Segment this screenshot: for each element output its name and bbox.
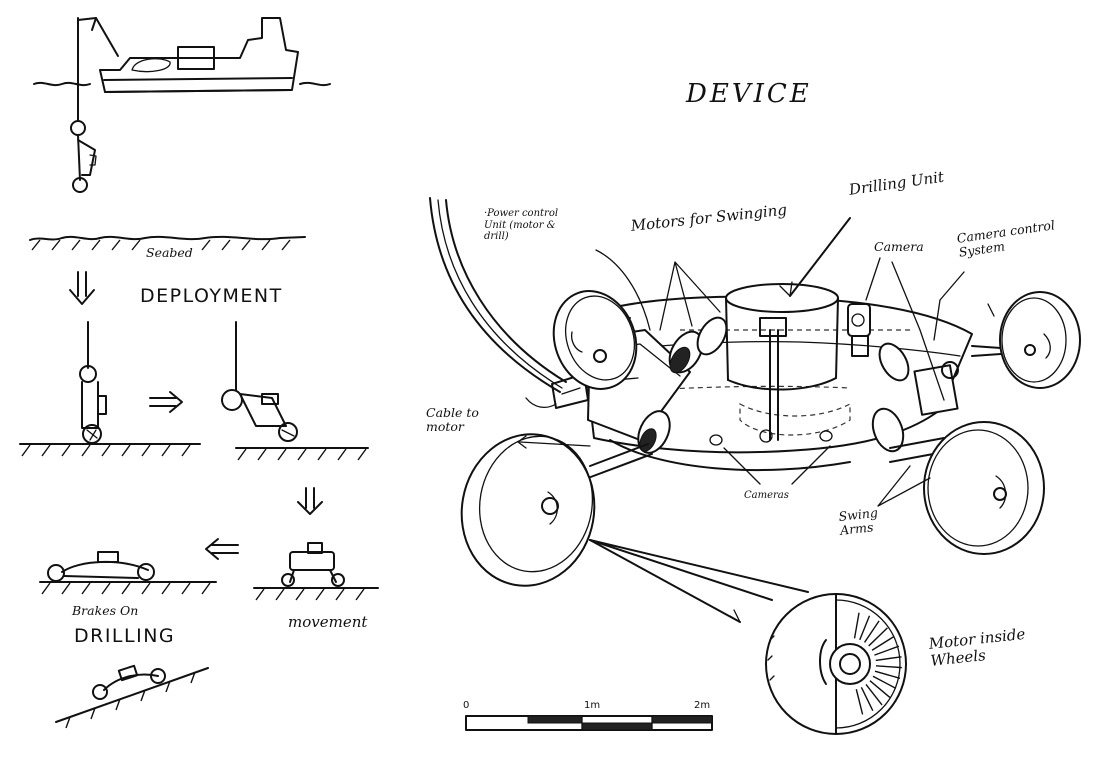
swing-motor-rear-right [871, 407, 905, 453]
wheel-spoke [863, 620, 880, 643]
movement-scene [253, 542, 379, 601]
wheel-rear-left [460, 433, 596, 587]
power-control-label: ·Power control Unit (motor & drill) [484, 208, 559, 242]
scale-tick-2m: 2m [694, 700, 711, 711]
wheel-rear-right [923, 421, 1045, 555]
ship-drawing [77, 17, 299, 121]
arrow-left-1 [205, 538, 239, 560]
camera-label: Camera [874, 239, 924, 254]
scale-tick-0: 0 [463, 700, 470, 711]
deployment-label: DEPLOYMENT [140, 285, 283, 307]
wheel-spoke [860, 687, 874, 712]
wheel-spoke [855, 689, 864, 715]
wheel-cutaway-detail [765, 593, 907, 735]
annotation-leaders [517, 217, 995, 623]
device-title: DEVICE [686, 79, 812, 109]
wheel-spoke [874, 670, 901, 680]
drilling-label: DRILLING [74, 625, 176, 647]
cameras-label: Cameras [744, 490, 789, 501]
wheel-spoke [865, 684, 883, 706]
wheel-spoke [868, 627, 888, 647]
wheel-spoke [853, 612, 860, 639]
tether-cable [429, 197, 567, 393]
wheel-spoke [869, 680, 891, 698]
wheel-spoke [875, 656, 902, 662]
sea-surface [33, 81, 331, 87]
wheel-spoke [871, 635, 895, 651]
deployment-scene-1 [19, 321, 201, 457]
seabed-line [29, 235, 306, 251]
scale-bar [465, 715, 713, 731]
wheel-front-right [999, 291, 1081, 389]
deployment-scene-2 [221, 321, 369, 461]
arrow-right-1 [149, 391, 183, 413]
wheel-spoke [875, 665, 902, 669]
movement-label: movement [288, 613, 368, 631]
wheel-spoke [859, 615, 871, 641]
brakes-on-label: Brakes On [72, 603, 139, 618]
wheel-spoke [874, 645, 900, 656]
wheel-front-left [552, 290, 638, 390]
brakes-scene [39, 551, 217, 595]
swing-arms-label: Swing Arms [837, 504, 879, 539]
scale-tick-1m: 1m [584, 700, 601, 711]
drilling-slope-scene [55, 664, 209, 729]
device-descending [70, 120, 97, 193]
swing-motor-side [878, 342, 910, 382]
swing-motor-front-right [696, 316, 728, 356]
cable-to-motor-label: Cable to motor [426, 405, 479, 435]
double-arrow-down-1 [69, 271, 95, 305]
wheel-spoke [872, 675, 897, 690]
seabed-label: Seabed [146, 245, 193, 260]
swing-motor-front-left [668, 330, 704, 374]
double-arrow-down-2 [297, 487, 323, 515]
